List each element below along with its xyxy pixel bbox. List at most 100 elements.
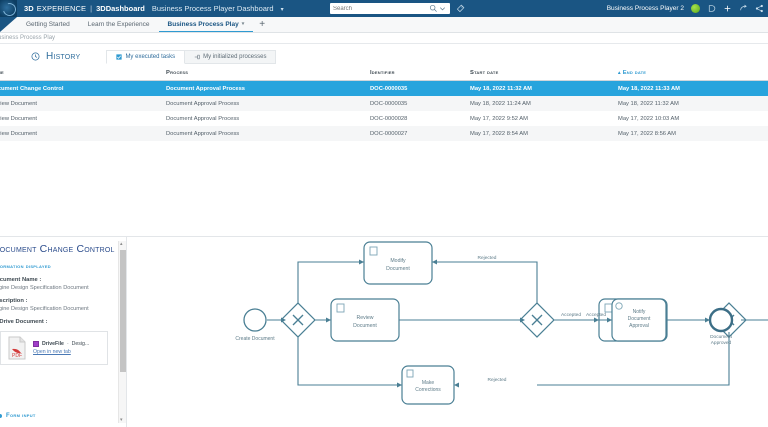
chevron-down-icon[interactable]: ▾ [241, 21, 245, 27]
tag-icon[interactable] [456, 4, 465, 13]
task-label-line1: Make [422, 380, 434, 386]
task-title: Document Change Control [0, 243, 115, 255]
bpmn-task-modify-document[interactable]: Modify Document [363, 241, 433, 285]
bpmn-start-event[interactable] [243, 308, 267, 332]
brand-app: 3DDashboard [96, 4, 145, 13]
edge-label-rejected-bottom: Rejected [488, 377, 507, 383]
task-label-line2: Corrections [415, 387, 441, 393]
column-header-end-date[interactable]: ▴End date [618, 70, 758, 76]
search-box[interactable] [330, 3, 450, 14]
bpmn-task-make-corrections[interactable]: Make Corrections [401, 365, 455, 405]
cell-start-date: May 18, 2022 11:32 AM [470, 85, 532, 92]
description-value: Engine Design Specification Document [0, 306, 89, 313]
add-tab-button[interactable]: + [259, 19, 266, 30]
edge-gw3-rejected-down [537, 332, 730, 386]
end-event-label-line2: Approved [711, 340, 732, 346]
cell-end-date: May 17, 2022 10:03 AM [618, 115, 680, 122]
description-label: Description : [0, 298, 28, 305]
status-dot-icon[interactable] [691, 4, 700, 13]
edge-label-rejected-top: Rejected [478, 255, 497, 261]
chevron-down-icon[interactable]: ▾ [280, 7, 284, 13]
apps-icon[interactable] [707, 4, 716, 13]
edge-label-accepted-1: Accepted [561, 312, 581, 318]
table-row[interactable]: Review Document Document Approval Proces… [0, 96, 768, 111]
tab-business-process-play[interactable]: Business Process Play ▾ [158, 17, 254, 32]
cell-end-date: May 17, 2022 8:56 AM [618, 130, 677, 137]
task-label-line3: Approval [629, 323, 649, 329]
chevron-down-icon[interactable] [438, 4, 447, 13]
bpmn-gateway-2[interactable] [519, 302, 555, 338]
tab-getting-started[interactable]: Getting Started [17, 17, 79, 32]
drive-document-label: 3DDrive Document : [0, 319, 48, 326]
bullet-icon [0, 414, 2, 418]
form-input-label: Form input [6, 413, 36, 419]
edge-label-accepted-2: Accepted [586, 312, 606, 318]
history-table: Name Process Identifier Start date ▴End … [0, 66, 768, 141]
table-row[interactable]: Review Document Document Approval Proces… [0, 111, 768, 126]
history-filter-tabs: My executed tasks My initialized process… [106, 49, 277, 64]
task-form-panel: Document Change Control Information disp… [0, 237, 127, 427]
scroll-up-icon[interactable]: ▴ [120, 241, 123, 247]
checkbox-icon [116, 53, 123, 60]
scrollbar-thumb[interactable] [120, 250, 126, 372]
cell-name: Review Document [0, 130, 38, 137]
breadcrumb: Business Process Play [0, 35, 56, 41]
bpmn-diagram-panel[interactable]: Create Document Modify Document Review D… [127, 237, 768, 426]
cell-identifier: DOC-0000035 [370, 100, 408, 107]
bpmn-end-event[interactable] [708, 307, 734, 333]
cell-start-date: May 17, 2022 8:54 AM [470, 130, 529, 137]
bpmn-canvas-right[interactable]: Notify Document Approval Document Approv… [582, 285, 762, 385]
compass-icon[interactable] [0, 0, 17, 17]
table-row[interactable]: Document Change Control Document Approva… [0, 81, 768, 96]
social-icon[interactable] [755, 4, 764, 13]
column-header-name[interactable]: Name [0, 70, 4, 76]
header-actions: Business Process Player 2 [607, 0, 764, 17]
file-separator: - [66, 341, 69, 348]
cell-name: Document Change Control [0, 85, 64, 92]
open-in-new-tab-link[interactable]: Open in new tab [33, 349, 71, 356]
cell-identifier: DOC-0000035 [370, 85, 408, 92]
section-information-displayed: Information displayed [0, 264, 51, 271]
form-scrollbar[interactable]: ▴ ▾ [118, 241, 126, 423]
dashboard-title: Business Process Player Dashboard [151, 4, 274, 13]
divider [0, 43, 768, 44]
edge-gw2-rejected-to-modify [432, 261, 538, 308]
task-label-line2: Document [353, 323, 377, 329]
clock-icon [31, 52, 40, 61]
bpmn-gateway-1[interactable] [280, 302, 316, 338]
column-header-identifier[interactable]: Identifier [370, 70, 395, 76]
task-label-line1: Review [356, 315, 373, 321]
form-input-section-toggle[interactable]: Form input [0, 413, 36, 419]
sort-ascending-icon: ▴ [618, 70, 621, 76]
tab-my-executed-tasks[interactable]: My executed tasks [106, 49, 186, 64]
attachment-card[interactable]: PDF DriveFile - Desig... Open in new tab [0, 331, 108, 366]
search-input[interactable] [333, 5, 429, 12]
bpmn-task-review-document[interactable]: Review Document [330, 298, 400, 342]
column-header-label: End date [622, 70, 647, 76]
cell-process: Document Approval Process [166, 100, 240, 107]
add-icon[interactable] [723, 4, 732, 13]
bottom-panel: Document Change Control Information disp… [0, 236, 768, 427]
tab-my-initialized-processes[interactable]: My initialized processes [185, 49, 277, 64]
column-header-start-date[interactable]: Start date [470, 70, 499, 76]
page-title: History [46, 51, 81, 62]
column-header-process[interactable]: Process [166, 70, 189, 76]
tab-label: Getting Started [26, 21, 70, 28]
dashboard-tabbar: Getting Started Learn the Experience Bus… [0, 17, 768, 33]
bpmn-task-notify-approval[interactable]: Notify Document Approval [611, 298, 667, 342]
table-row[interactable]: Review Document Document Approval Proces… [0, 126, 768, 141]
search-icon[interactable] [429, 4, 438, 13]
file-name: Desig... [71, 341, 90, 348]
edge-gw1-to-modify [297, 261, 364, 308]
tab-learn-the-experience[interactable]: Learn the Experience [79, 17, 159, 32]
share-icon[interactable] [739, 4, 748, 13]
cell-process: Document Approval Process [166, 85, 246, 92]
scroll-down-icon[interactable]: ▾ [120, 417, 123, 423]
tab-label: Business Process Play [167, 20, 239, 28]
user-name[interactable]: Business Process Player 2 [606, 5, 684, 12]
pdf-file-icon: PDF [8, 336, 26, 360]
tab-label: My executed tasks [125, 53, 176, 60]
flow-icon [194, 54, 200, 59]
edge-gw1-to-make [297, 332, 402, 386]
